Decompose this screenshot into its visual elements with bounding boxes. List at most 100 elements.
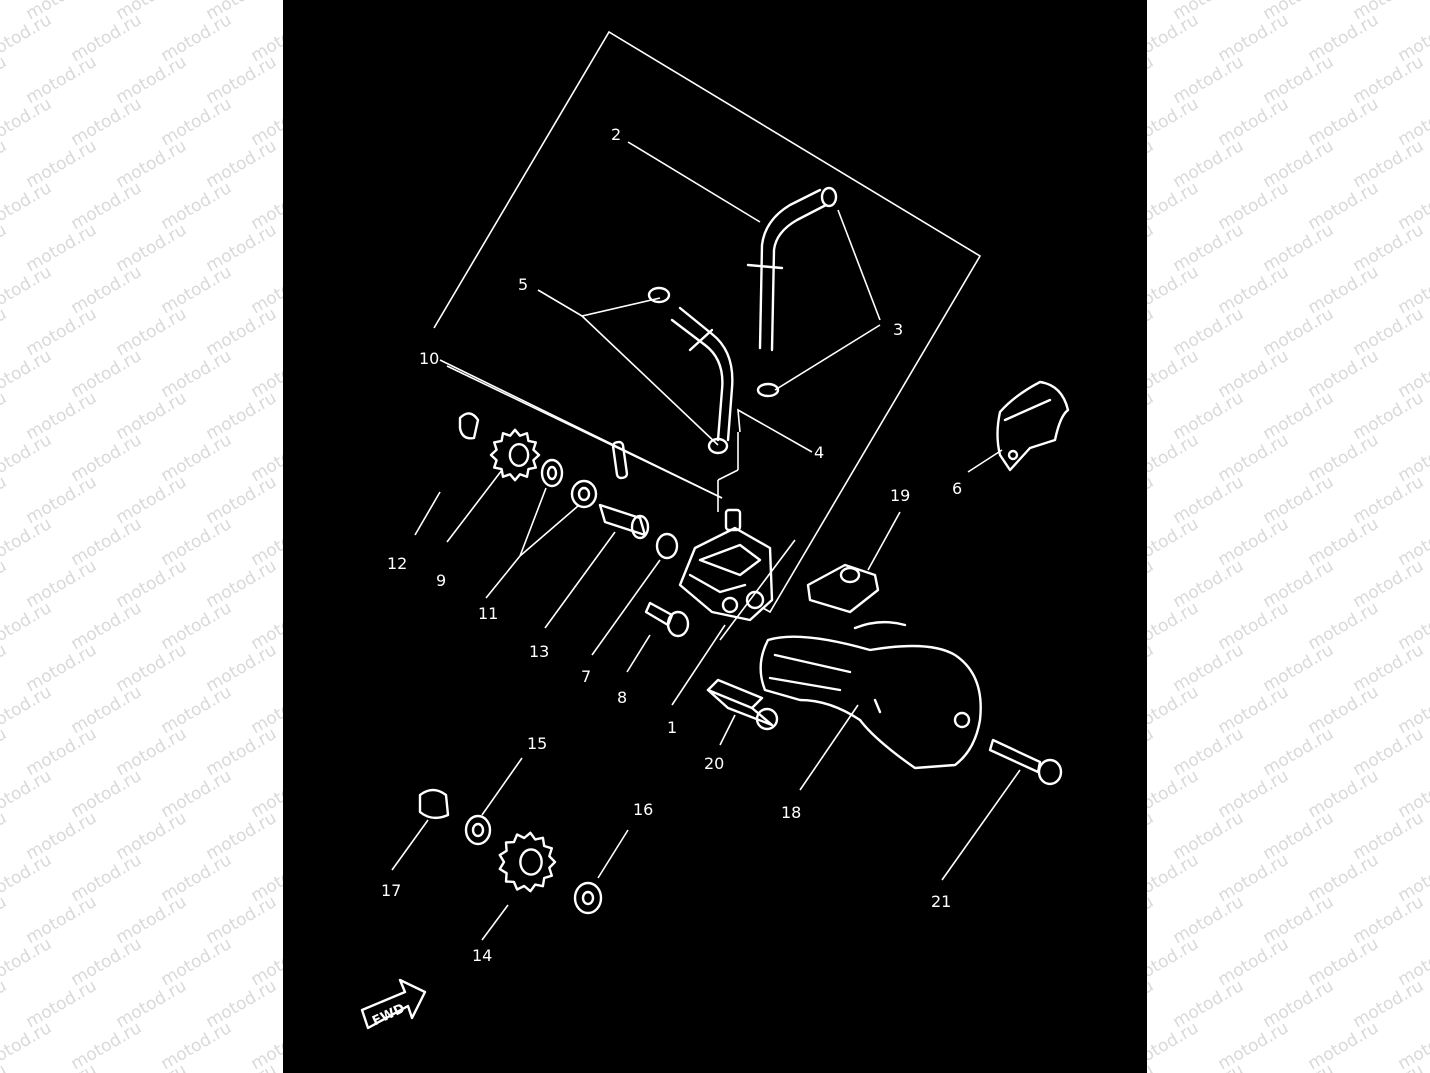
callout-21: 21	[931, 892, 951, 911]
callout-9: 9	[436, 571, 446, 590]
watermark-text: motod.ru	[0, 724, 10, 780]
watermark-text: motod.ru	[1170, 1060, 1248, 1073]
watermark-text: motod.ru	[1350, 1060, 1428, 1073]
drive-gear	[498, 831, 557, 893]
callout-11: 11	[478, 604, 498, 623]
watermark-text: motod.ru	[1147, 136, 1157, 192]
callout-12: 12	[387, 554, 407, 573]
watermark-text: motod.ru	[0, 976, 10, 1032]
watermark-text: motod.ru	[1147, 514, 1202, 570]
pump-bracket	[806, 563, 880, 614]
watermark-text: motod.ru	[1147, 892, 1157, 948]
watermark-text: motod.ru	[1215, 1018, 1293, 1073]
watermark-text: motod.ru	[1147, 52, 1157, 108]
callout-13: 13	[529, 642, 549, 661]
callout-7: 7	[581, 667, 591, 686]
exploded-parts-diagram: FWD 1 2 3 4 5 6 7 8 9 10 11 12 13 14 15 …	[360, 30, 1070, 1029]
circlip-lower	[418, 788, 450, 820]
watermark-text: motod.ru	[0, 52, 10, 108]
callout-6: 6	[952, 479, 962, 498]
watermark-text: motod.ru	[1147, 1018, 1202, 1073]
drive-shaft	[598, 503, 650, 540]
callout-2: 2	[611, 125, 621, 144]
callout-3: 3	[893, 320, 903, 339]
watermark-text: motod.ru	[0, 850, 55, 906]
callout-15: 15	[527, 734, 547, 753]
hose-band	[746, 263, 784, 270]
watermark-text: motod.ru	[0, 514, 55, 570]
collar	[706, 678, 779, 731]
pump-bolt	[644, 601, 690, 638]
watermark-text: motod.ru	[0, 472, 10, 528]
watermark-text: motod.ru	[1147, 934, 1202, 990]
watermark-text: motod.ru	[1147, 556, 1157, 612]
leader-lines	[391, 141, 1021, 941]
watermark-text: motod.ru	[203, 1060, 281, 1073]
oil-hose	[758, 188, 828, 352]
watermark-text: motod.ru	[1147, 430, 1202, 486]
watermark-text: motod.ru	[0, 934, 55, 990]
watermark-text: motod.ru	[0, 304, 10, 360]
watermark-text: motod.ru	[0, 640, 10, 696]
watermark-text: motod.ru	[1147, 724, 1157, 780]
watermark-text: motod.ru	[0, 556, 10, 612]
watermark-text: motod.ru	[1147, 304, 1157, 360]
watermark-text: motod.ru	[1147, 850, 1202, 906]
watermark-text: motod.ru	[0, 892, 10, 948]
callout-8: 8	[617, 688, 627, 707]
cover-plate	[996, 380, 1070, 472]
callout-20: 20	[704, 754, 724, 773]
washer-lower-b	[573, 881, 603, 915]
oil-pipe	[670, 306, 734, 442]
inner-frame-bottom	[719, 539, 796, 641]
watermark-text: motod.ru	[1147, 598, 1202, 654]
watermark-text: motod.ru	[0, 1018, 55, 1073]
watermark-text: motod.ru	[0, 766, 55, 822]
watermark-text: motod.ru	[0, 178, 55, 234]
pipe-clip-top	[647, 286, 671, 304]
callout-5: 5	[518, 275, 528, 294]
watermark-text: motod.ru	[0, 262, 55, 318]
hose-clip-top	[820, 186, 838, 208]
watermark-text: motod.ru	[0, 136, 10, 192]
watermark-text: motod.ru	[0, 220, 10, 276]
watermark-text: motod.ru	[0, 346, 55, 402]
watermark-text: motod.ru	[1147, 94, 1202, 150]
watermark-text: motod.ru	[1147, 976, 1157, 1032]
callout-19: 19	[890, 486, 910, 505]
watermark-text: motod.ru	[0, 598, 55, 654]
driven-gear	[489, 428, 541, 482]
callout-labels: 1 2 3 4 5 6 7 8 9 10 11 12 13 14 15 16 1…	[381, 125, 962, 965]
washer-a	[540, 458, 564, 488]
watermark-text: motod.ru	[158, 1018, 236, 1073]
parts-diagram-panel: FWD 1 2 3 4 5 6 7 8 9 10 11 12 13 14 15 …	[283, 0, 1147, 1073]
oil-pump	[678, 508, 774, 622]
watermark-text: motod.ru	[1147, 346, 1202, 402]
watermark-text: motod.ru	[1147, 10, 1202, 66]
callout-1: 1	[667, 718, 677, 737]
callout-17: 17	[381, 881, 401, 900]
watermark-text: motod.ru	[0, 808, 10, 864]
circlip-upper	[458, 412, 480, 440]
pipe-clip-bottom	[707, 437, 729, 455]
callout-14: 14	[472, 946, 492, 965]
hose-clip-bottom	[756, 382, 780, 398]
pipe-band	[688, 328, 714, 352]
cover-screw	[988, 738, 1063, 786]
watermark-text: motod.ru	[1147, 682, 1202, 738]
watermark-text: motod.ru	[0, 388, 10, 444]
watermark-text: motod.ru	[23, 1060, 101, 1073]
watermark-text: motod.ru	[1305, 1018, 1383, 1073]
dowel-pin	[611, 440, 629, 480]
watermark-text: motod.ru	[0, 0, 10, 24]
watermark-text: motod.ru	[0, 94, 55, 150]
fwd-arrow-icon: FWD	[360, 978, 427, 1029]
watermark-text: motod.ru	[68, 1018, 146, 1073]
pump-cover	[759, 620, 982, 770]
watermark-text: motod.ru	[1147, 766, 1202, 822]
watermark-text: motod.ru	[0, 430, 55, 486]
